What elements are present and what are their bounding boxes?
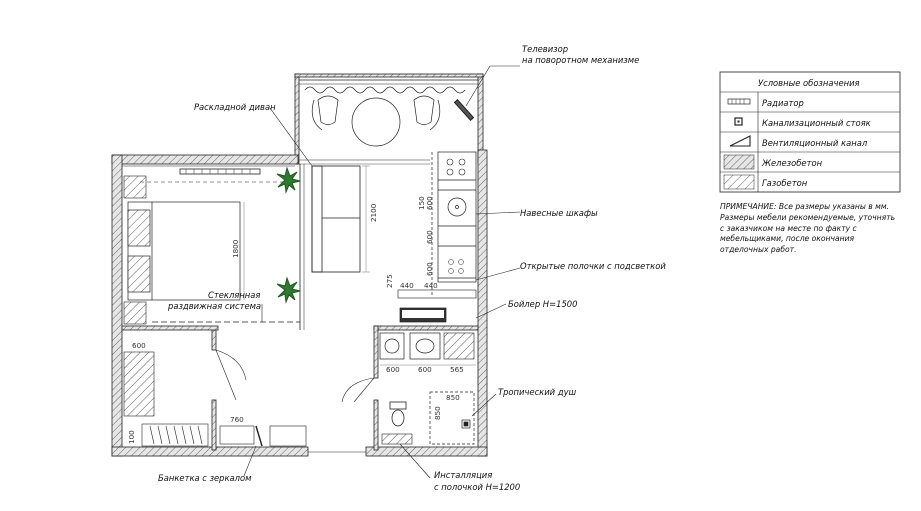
wall-bottom-left [111, 446, 309, 457]
nightstand-bottom [123, 301, 147, 325]
wall-top-left [111, 154, 299, 165]
legend-label-sewer: Канализационный стояк [762, 118, 871, 128]
dim-100: 100 [127, 430, 136, 444]
washing-machine-icon [379, 332, 405, 360]
dim-150: 150 [417, 196, 426, 210]
dim-850b: 850 [433, 406, 442, 420]
concrete-hatch-icon [723, 154, 755, 170]
toilet-icon [389, 401, 407, 427]
washbasin-icon [409, 332, 441, 360]
plant-icon [276, 276, 301, 304]
legend-label-radiator: Радиатор [762, 98, 804, 108]
legend-label-concrete: Железобетон [761, 158, 823, 168]
loggia-furniture [304, 86, 466, 147]
dim-600d: 600 [386, 365, 400, 374]
callout-tv-line2: на поворотном механизме [522, 55, 639, 65]
callout-boiler: Бойлер Н=1500 [508, 299, 577, 309]
dim-600c: 600 [425, 262, 434, 276]
plant-icon [276, 166, 301, 194]
dim-600a: 600 [425, 196, 434, 210]
dim-bed-length: 1800 [231, 239, 240, 258]
door-swings [215, 349, 375, 403]
dim-600e: 600 [418, 365, 432, 374]
hall-wardrobe [123, 351, 155, 417]
legend: Условные обозначения Радиатор Канализаци… [719, 71, 901, 193]
bench-icon [219, 425, 307, 447]
bed [127, 201, 241, 301]
dim-760: 760 [230, 415, 244, 424]
callout-install-line1: Инсталляция [434, 470, 492, 480]
dim-440b: 440 [424, 281, 438, 290]
callout-shower: Тропический душ [498, 387, 577, 397]
radiator-icon [179, 168, 261, 175]
loggia-wall-top [294, 73, 484, 78]
callout-cabinets: Навесные шкафы [520, 208, 598, 218]
chair-right [413, 95, 435, 125]
callout-tv-line1: Телевизор [522, 44, 568, 54]
wall-bottom-right [365, 446, 488, 457]
loggia-wall-left [294, 73, 300, 165]
dim-275: 275 [385, 274, 394, 288]
stove-icon [446, 158, 466, 176]
callout-sofa: Раскладной диван [194, 102, 276, 112]
legend-title: Условные обозначения [758, 78, 860, 88]
callout-shelves: Открытые полочки с подсветкой [520, 261, 666, 271]
aerated-concrete-hatch-icon [723, 174, 755, 190]
ventilation-icon [729, 135, 751, 147]
shoe-rack [141, 423, 209, 447]
bath-wall-top [373, 325, 479, 331]
dim-850a: 850 [446, 393, 460, 402]
legend-label-aerated: Газобетон [762, 178, 808, 188]
note-text: ПРИМЕЧАНИЕ: Все размеры указаны в мм. Ра… [720, 202, 896, 255]
hall-wall [211, 329, 217, 351]
dim-440a: 440 [400, 281, 414, 290]
round-table [351, 97, 401, 147]
dim-sofa-length: 2100 [369, 203, 378, 222]
tv-icon [453, 99, 475, 121]
callout-install-line2: с полочкой Н=1200 [434, 482, 520, 492]
dim-600b: 600 [425, 230, 434, 244]
dim-565: 565 [450, 365, 464, 374]
sofa [311, 165, 361, 273]
walls [111, 73, 488, 457]
bath-wall-left [373, 325, 379, 379]
shelves [397, 289, 477, 299]
callout-partition-line1: Стеклянная [208, 290, 260, 300]
kitchen-cabinets [431, 151, 477, 296]
sink-icon [447, 197, 467, 217]
callout-bench: Банкетка с зеркалом [158, 473, 251, 483]
wall-right [477, 149, 488, 457]
hall-wall-low [211, 399, 217, 451]
callouts [243, 65, 521, 479]
dim-600-hall: 600 [132, 341, 146, 350]
bath-wall-left-low [373, 399, 379, 451]
bath-cabinet [443, 332, 475, 360]
nightstand-top [123, 175, 147, 199]
installation [381, 433, 413, 445]
legend-label-ventilation: Вентиляционный канал [762, 138, 868, 148]
bedroom-divider [121, 325, 219, 331]
shower-icon [429, 391, 475, 445]
callout-partition-line2: раздвижная система [167, 301, 261, 311]
chair-left [317, 95, 339, 125]
wall-left [111, 154, 123, 457]
cooktop-icon [448, 259, 464, 274]
radiator-icon [727, 98, 751, 105]
